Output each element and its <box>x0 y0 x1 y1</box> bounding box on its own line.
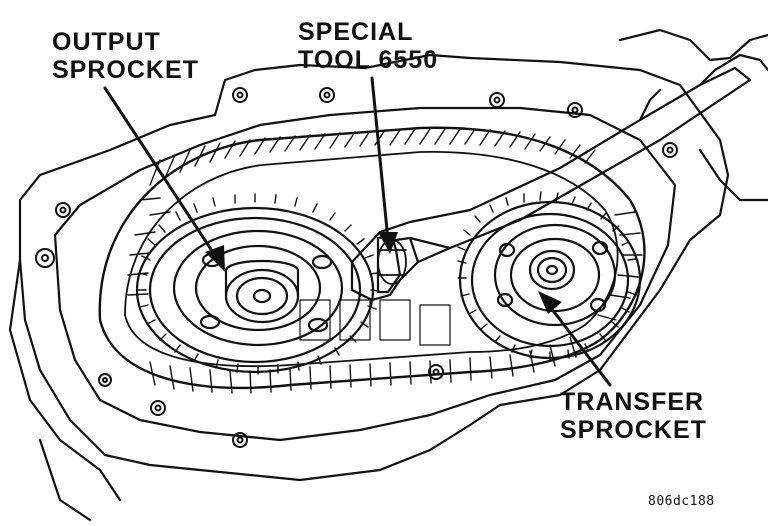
output-sprocket-label-line2: SPROCKET <box>52 56 199 84</box>
transfer-sprocket-teeth <box>457 191 639 361</box>
arrow-head-transfer <box>538 291 562 314</box>
output-sprocket-teeth <box>137 193 380 375</box>
case-bolt-bosses <box>35 87 678 448</box>
case-housing <box>18 53 730 482</box>
figure-reference-code: 806dc188 <box>648 494 715 509</box>
output-sprocket-label-line1: OUTPUT <box>52 28 161 56</box>
special-tool-6550 <box>350 28 768 302</box>
transfer-sprocket-label-line2: SPROCKET <box>560 416 707 444</box>
transfer-sprocket-label: TRANSFER SPROCKET <box>560 388 707 444</box>
transfer-sprocket <box>458 200 642 360</box>
arrow-head-special <box>378 232 398 254</box>
leader-arrows <box>103 76 612 387</box>
arrow-head-output <box>205 245 225 272</box>
special-tool-label-line1: SPECIAL <box>298 18 414 46</box>
special-tool-label: SPECIAL TOOL 6550 <box>298 18 438 74</box>
case-lower-flange <box>8 258 122 502</box>
transfer-sprocket-label-line1: TRANSFER <box>560 388 705 416</box>
drive-chain-inner <box>124 150 619 368</box>
output-sprocket-label: OUTPUT SPROCKET <box>52 28 199 84</box>
case-sealing-surface <box>53 106 677 442</box>
output-sprocket <box>135 206 375 374</box>
special-tool-label-line2: TOOL 6550 <box>298 46 439 74</box>
